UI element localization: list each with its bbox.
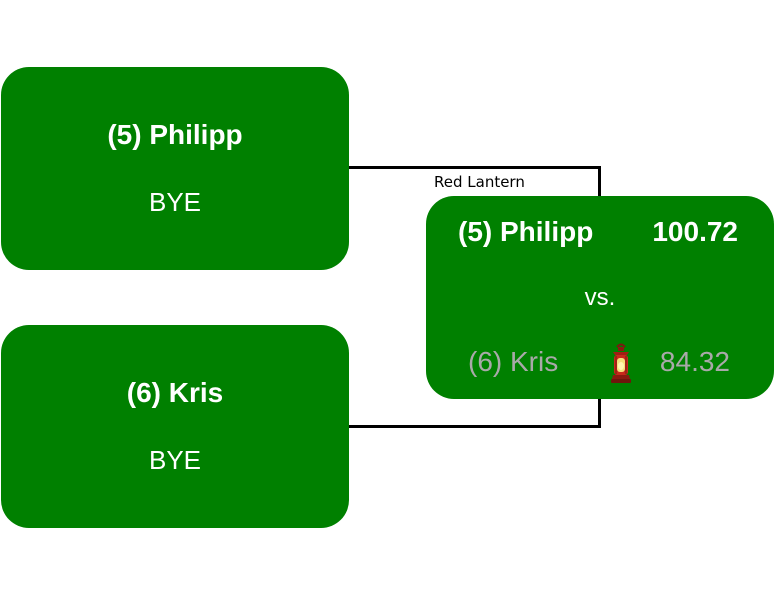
winner-score: 100.72 (652, 216, 738, 247)
connector-bottom-vertical (598, 398, 601, 428)
winner-name: (5) Philipp (458, 216, 594, 247)
team-name: (6) Kris (126, 377, 224, 408)
loser-name: (6) Kris (468, 346, 559, 377)
loser-score: 84.32 (659, 346, 730, 377)
match-box-bottom: (6) Kris BYE (1, 325, 349, 528)
lantern-icon (611, 343, 631, 383)
versus-label: vs. (584, 284, 616, 311)
connector-top-horizontal (349, 166, 601, 169)
team-name: (5) Philipp (107, 119, 243, 150)
bracket-label: Red Lantern (434, 173, 525, 191)
match-box-top: (5) Philipp BYE (1, 67, 349, 270)
final-match-box: (5) Philipp 100.72 vs. (6) Kris 84.32 (426, 196, 774, 399)
connector-top-vertical (598, 166, 601, 197)
connector-bottom-horizontal (349, 425, 601, 428)
opponent-bye: BYE (148, 187, 202, 217)
opponent-bye: BYE (148, 445, 202, 475)
